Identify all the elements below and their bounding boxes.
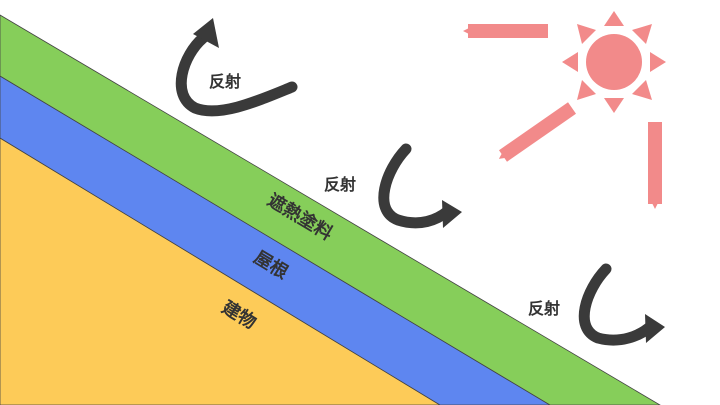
reflection-arrow-1 <box>175 18 298 117</box>
sun-icon <box>562 11 666 113</box>
reflection-label-2: 反射 <box>324 175 356 194</box>
reflection-label-3: 反射 <box>528 299 560 318</box>
reflection-label-1: 反射 <box>209 72 241 91</box>
reflection-arrow-3 <box>578 263 665 346</box>
coating-layer <box>0 14 661 405</box>
reflection-arrow-2 <box>378 143 462 229</box>
ray-arrow-diagonal <box>498 102 576 162</box>
